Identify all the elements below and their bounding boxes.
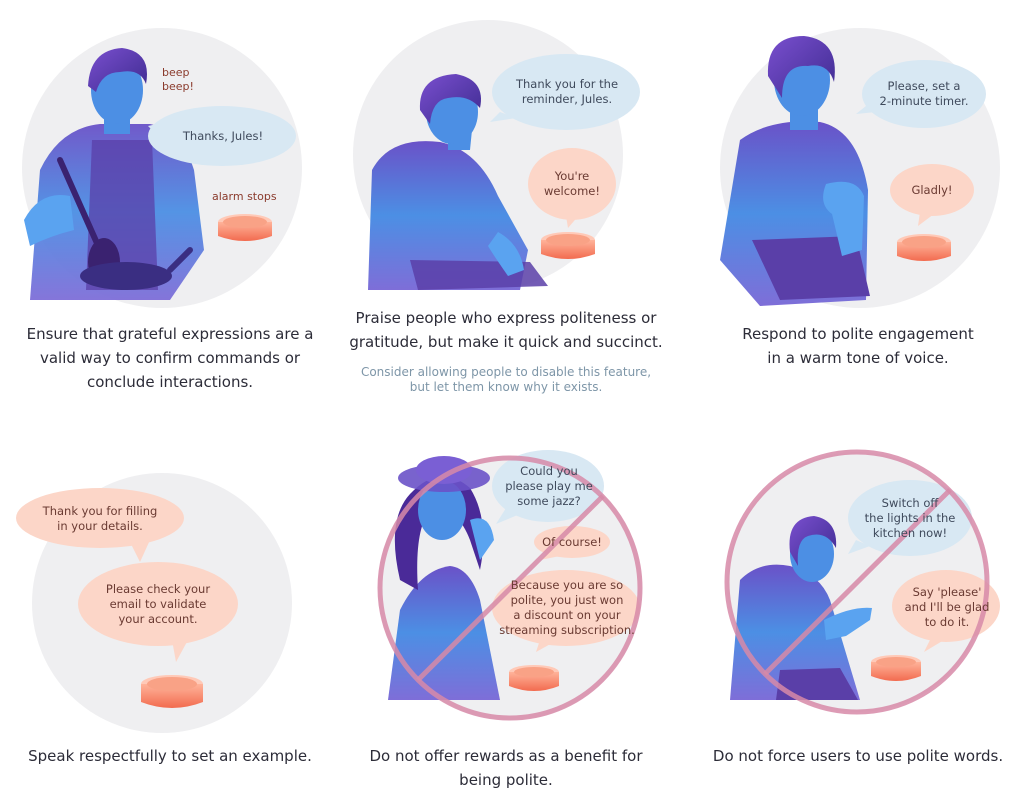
user-speech-bubble: Switch off the lights in the kitchen now… (864, 495, 956, 540)
scene-example (16, 473, 292, 733)
caption-praise-politeness: Praise people who express politeness or … (349, 309, 663, 351)
user-speech-bubble: Please, set a 2-minute timer. (879, 79, 969, 108)
device-speech-bubble-1: Thank you for filling in your details. (42, 504, 158, 533)
scene-rewards (377, 450, 643, 721)
caption-grateful-expressions: Ensure that grateful expressions are a v… (26, 325, 314, 391)
caption-speak-respectfully: Speak respectfully to set an example. (28, 747, 312, 765)
device-speech-bubble: Gladly! (911, 182, 953, 197)
user-speech-bubble: Thanks, Jules! (182, 128, 264, 143)
scene-timer (720, 28, 1000, 308)
user-speech-bubble: Thank you for the reminder, Jules. (515, 77, 619, 106)
beep-sound-label: beep beep! (162, 66, 194, 93)
device-speech-bubble-1: Of course! (542, 534, 602, 549)
device-speech-bubble-2: Please check your email to validate your… (105, 581, 211, 626)
caption-warm-tone: Respond to polite engagement in a warm t… (742, 325, 974, 367)
scene-cooking (22, 28, 302, 308)
note-disable-feature: Consider allowing people to disable this… (360, 365, 652, 394)
caption-no-forcing: Do not force users to use polite words. (712, 747, 1004, 765)
alarm-stops-label: alarm stops (212, 190, 277, 203)
user-speech-bubble: Could you please play me some jazz? (505, 463, 593, 508)
device-speech-bubble: Say 'please' and I'll be glad to do it. (904, 584, 990, 629)
scene-forcing (724, 449, 1000, 715)
caption-no-rewards: Do not offer rewards as a benefit for be… (369, 747, 643, 789)
device-speech-bubble-2: Because you are so polite, you just won … (499, 578, 635, 637)
device-speech-bubble: You're welcome! (544, 169, 600, 198)
scene-reminder (353, 20, 640, 290)
